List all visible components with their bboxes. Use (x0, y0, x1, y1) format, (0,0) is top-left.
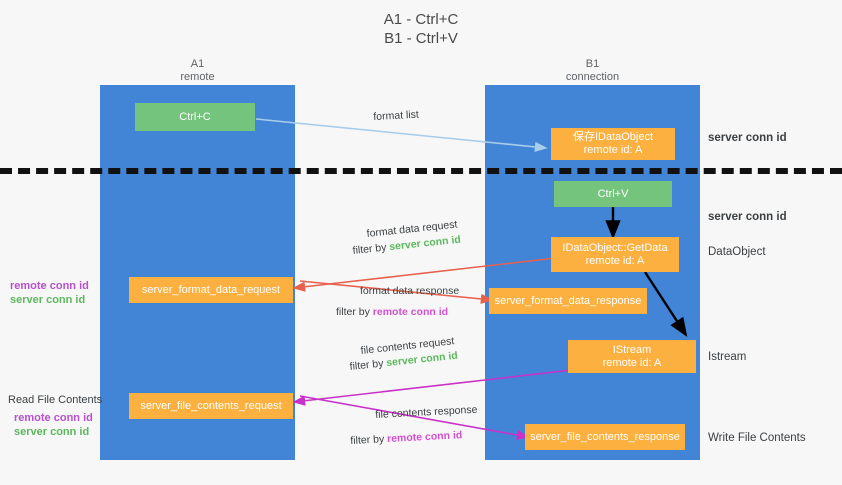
lane-a1-sub: remote (180, 71, 215, 83)
left-label-remote-conn-id-2: remote conn id (14, 412, 93, 424)
lane-header-b1: B1 connection (485, 58, 700, 84)
box-istream-line1: IStream (612, 343, 652, 356)
right-label-write-file-contents: Write File Contents (708, 432, 806, 444)
lane-a1-name: A1 (190, 58, 205, 70)
caption-file-contents-response-filter: filter by remote conn id (350, 428, 463, 448)
box-save-dataobject[interactable]: 保存IDataObject remote id: A (551, 128, 675, 160)
box-server-file-contents-response-label: server_file_contents_response (530, 430, 680, 443)
box-server-file-contents-response[interactable]: server_file_contents_response (525, 424, 685, 450)
box-save-dataobject-line2: remote id: A (583, 144, 643, 156)
title-line-1: A1 - Ctrl+C (383, 11, 459, 28)
right-label-server-conn-id-mid: server conn id (708, 211, 787, 223)
lane-header-a1: A1 remote (100, 58, 295, 84)
box-ctrl-v-line1: Ctrl+V (597, 187, 629, 200)
box-server-format-data-request-label: server_format_data_request (141, 283, 281, 296)
title-line-2: B1 - Ctrl+V (384, 30, 458, 47)
page-title: A1 - Ctrl+C B1 - Ctrl+V (0, 10, 842, 48)
box-ctrl-c-line1: Ctrl+C (179, 110, 211, 123)
caption-fdres-filter-value: remote conn id (372, 306, 449, 318)
left-label-read-file-contents: Read File Contents (8, 394, 103, 406)
right-label-server-conn-id-top: server conn id (708, 132, 787, 144)
lane-b1-sub: connection (565, 71, 620, 83)
caption-format-data-response: format data response (360, 285, 460, 297)
caption-file-contents-response: file contents response (375, 403, 478, 421)
box-server-file-contents-request[interactable]: server_file_contents_request (129, 393, 293, 419)
caption-fcres-filter-prefix: filter by (350, 433, 388, 447)
left-label-remote-conn-id-1: remote conn id (10, 280, 89, 292)
dashed-separator (0, 168, 842, 174)
box-server-format-data-response-label: server_format_data_response (494, 294, 642, 307)
left-label-server-conn-id-1: server conn id (10, 294, 86, 306)
box-istream-line2: remote id: A (602, 356, 662, 369)
box-ctrl-c[interactable]: Ctrl+C (135, 103, 255, 131)
left-label-server-conn-id-2: server conn id (14, 426, 90, 438)
box-server-format-data-response[interactable]: server_format_data_response (489, 288, 647, 314)
lane-b1-name: B1 (585, 58, 600, 70)
caption-fdreq-filter-prefix: filter by (352, 241, 390, 257)
caption-format-data-response-filter: filter by remote conn id (336, 305, 448, 319)
box-istream[interactable]: IStream remote id: A (568, 340, 696, 373)
caption-fcreq-filter-prefix: filter by (349, 357, 387, 373)
box-ctrl-v[interactable]: Ctrl+V (554, 181, 672, 207)
right-label-dataobject: DataObject (708, 246, 766, 258)
box-server-format-data-request[interactable]: server_format_data_request (129, 277, 293, 303)
box-idataobject-getdata-line1: IDataObject::GetData (562, 241, 668, 254)
right-label-istream: Istream (708, 351, 747, 363)
box-server-file-contents-request-label: server_file_contents_request (140, 399, 282, 412)
box-save-dataobject-line1: 保存IDataObject (572, 131, 654, 143)
box-idataobject-getdata[interactable]: IDataObject::GetData remote id: A (551, 237, 679, 272)
caption-format-list: format list (373, 108, 420, 123)
caption-fcres-filter-value: remote conn id (386, 429, 463, 446)
box-idataobject-getdata-line2: remote id: A (585, 254, 645, 267)
caption-fdres-filter-prefix: filter by (336, 306, 373, 318)
